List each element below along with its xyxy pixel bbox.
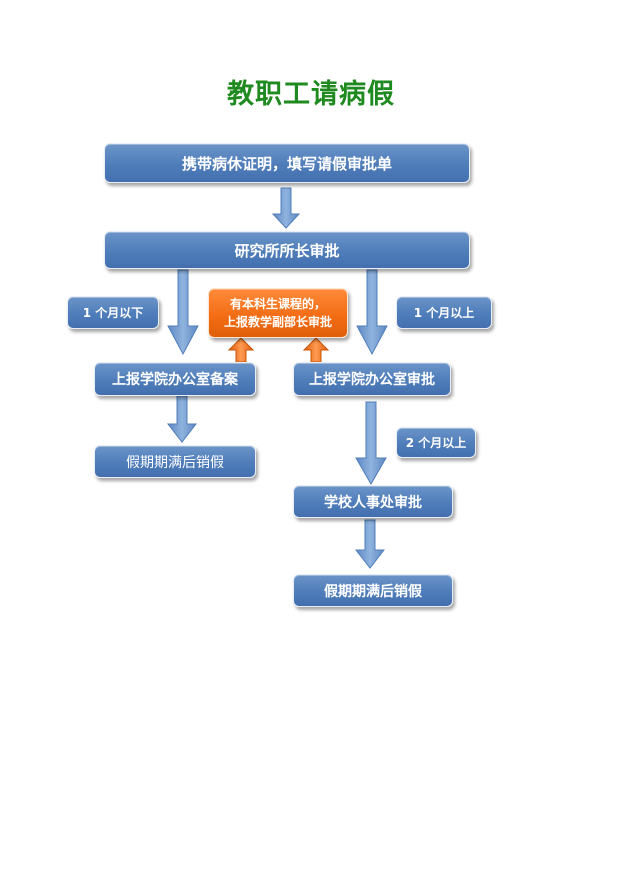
arrow-step1-to-step2	[271, 187, 301, 229]
step-hr-approval: 学校人事处审批	[293, 485, 453, 518]
condition-over-1-month: 1 个月以上	[396, 296, 492, 329]
step-fill-form: 携带病休证明，填写请假审批单	[104, 143, 470, 183]
step-director-approval: 研究所所长审批	[104, 231, 470, 269]
arrow-record-to-note	[227, 337, 255, 363]
step-college-office-record: 上报学院办公室备案	[94, 362, 256, 396]
page-title: 教职工请病假	[227, 79, 395, 110]
condition-over-2-months: 2 个月以上	[396, 427, 476, 458]
arrow-hr-to-cancel	[354, 519, 386, 569]
arrow-record-to-cancel	[166, 395, 198, 443]
step-college-office-approval: 上报学院办公室审批	[293, 362, 451, 396]
note-line-2: 上报教学副部长审批	[223, 315, 332, 329]
arrow-approve-to-hr	[355, 401, 387, 486]
step-cancel-leave-right: 假期期满后销假	[293, 574, 453, 607]
arrow-step2-to-record	[167, 269, 199, 356]
undergrad-course-note: 有本科生课程的， 上报教学副部长审批	[208, 288, 348, 338]
note-line-1: 有本科生课程的，	[229, 297, 326, 311]
step-cancel-leave-left: 假期期满后销假	[94, 445, 256, 478]
arrow-step2-to-approve	[356, 269, 388, 356]
condition-under-1-month: 1 个月以下	[67, 296, 159, 329]
arrow-approve-to-note	[302, 337, 330, 363]
